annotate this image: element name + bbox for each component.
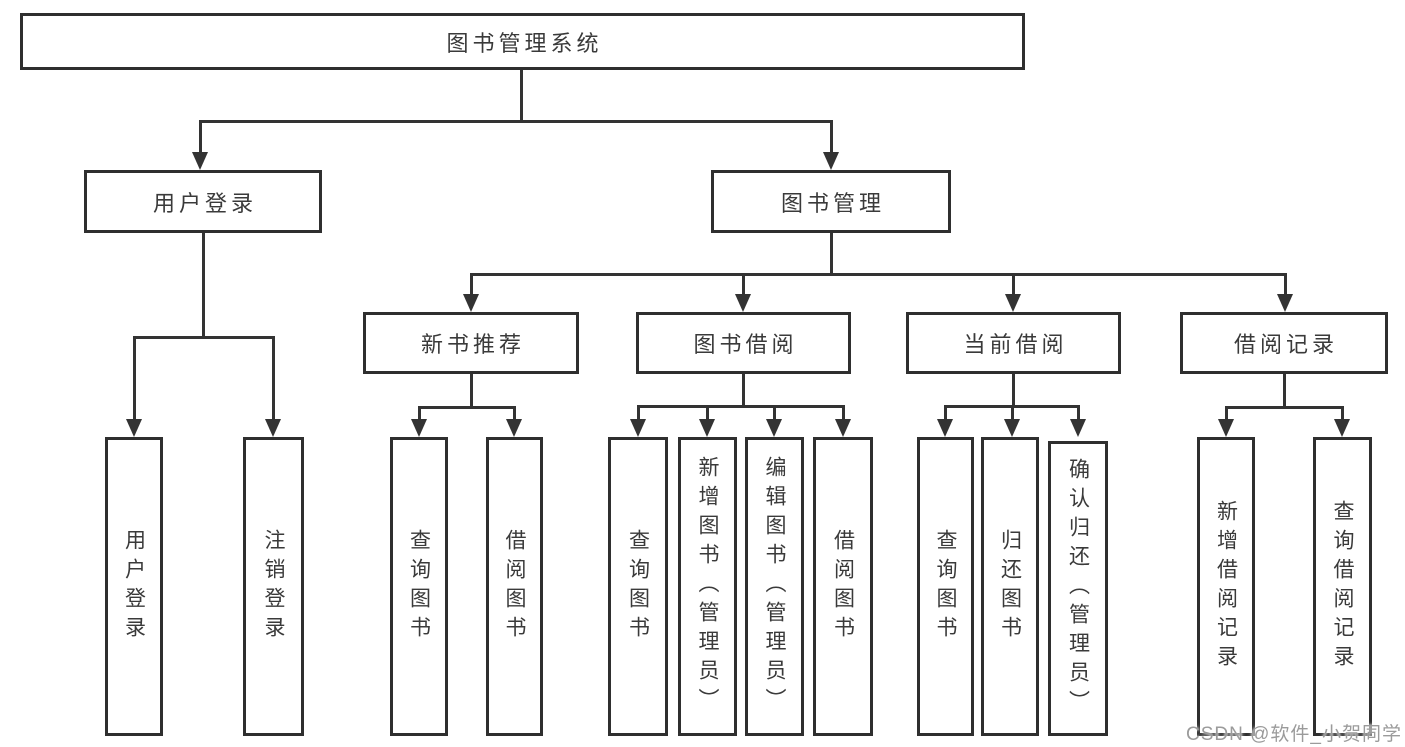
connector-line [133, 336, 275, 339]
arrow-head [506, 419, 522, 437]
leaf-return-books: 归还图书 [981, 437, 1039, 736]
connector-line [637, 405, 844, 408]
connector-line [1284, 273, 1287, 295]
connector-line [1011, 405, 1014, 420]
connector-line [742, 374, 745, 408]
arrow-head [265, 419, 281, 437]
connector-line [944, 405, 947, 420]
leaf-query-books-recommend: 查询图书 [390, 437, 448, 736]
node-label: 查询图书 [407, 528, 431, 645]
connector-line [520, 70, 523, 123]
leaf-logout: 注销登录 [243, 437, 304, 736]
arrow-head [735, 294, 751, 312]
connector-line [1283, 374, 1286, 409]
connector-line [842, 405, 845, 420]
connector-line [830, 233, 833, 276]
arrow-head [126, 419, 142, 437]
node-book-borrowing: 图书借阅 [636, 312, 851, 374]
connector-line [199, 120, 202, 153]
leaf-edit-books-admin: 编辑图书（管理员） [745, 437, 804, 736]
node-label: 用户登录 [152, 190, 257, 216]
leaf-confirm-return-admin: 确认归还（管理员） [1048, 441, 1108, 736]
node-label: 借阅图书 [503, 528, 526, 645]
node-label: 新增借阅记录 [1214, 499, 1238, 674]
arrow-head [1070, 419, 1086, 437]
arrow-head [699, 419, 715, 437]
connector-line [133, 336, 136, 420]
connector-line [470, 374, 473, 409]
connector-line [706, 405, 709, 420]
node-label: 新增图书（管理员） [696, 456, 719, 717]
leaf-borrow-books-borrow: 借阅图书 [813, 437, 873, 736]
connector-line [199, 120, 832, 123]
connector-line [1225, 406, 1344, 409]
csdn-watermark: CSDN @软件_小贺同学 [1186, 724, 1402, 745]
arrow-head [1005, 294, 1021, 312]
node-label: 用户登录 [122, 528, 146, 645]
arrow-head [463, 294, 479, 312]
node-book-management: 图书管理 [711, 170, 951, 233]
connector-line [1341, 406, 1344, 420]
node-label: 当前借阅 [963, 332, 1068, 357]
node-current-borrowing: 当前借阅 [906, 312, 1121, 374]
connector-line [202, 233, 205, 339]
arrow-head [766, 419, 782, 437]
connector-line [1225, 406, 1228, 420]
connector-line [1012, 273, 1015, 295]
arrow-head [1277, 294, 1293, 312]
leaf-add-books-admin: 新增图书（管理员） [678, 437, 737, 736]
connector-line [742, 273, 745, 295]
node-label: 归还图书 [998, 528, 1022, 645]
node-label: 图书借阅 [693, 332, 798, 357]
node-label: 新书推荐 [420, 332, 525, 357]
node-new-book-recommendation: 新书推荐 [363, 312, 579, 374]
node-label: 注销登录 [262, 528, 285, 645]
node-label: 借阅记录 [1233, 332, 1338, 357]
connector-line [470, 273, 1287, 276]
node-label: 查询图书 [934, 528, 957, 645]
node-user-login: 用户登录 [84, 170, 322, 233]
arrow-head [823, 152, 839, 170]
node-label: 图书管理系统 [446, 30, 603, 56]
arrow-head [411, 419, 427, 437]
leaf-add-borrow-record: 新增借阅记录 [1197, 437, 1255, 736]
connector-line [773, 405, 776, 420]
node-label: 借阅图书 [831, 528, 855, 645]
node-label: 查询图书 [626, 528, 650, 645]
leaf-query-borrow-record: 查询借阅记录 [1313, 437, 1372, 736]
node-root: 图书管理系统 [20, 13, 1025, 70]
connector-line [418, 406, 516, 409]
connector-line [1077, 405, 1080, 420]
connector-line [637, 405, 640, 420]
node-label: 编辑图书（管理员） [763, 456, 786, 717]
connector-line [272, 336, 275, 420]
arrow-head [1218, 419, 1234, 437]
leaf-query-books-current: 查询图书 [917, 437, 974, 736]
arrow-head [192, 152, 208, 170]
arrow-head [1004, 419, 1020, 437]
arrow-head [1334, 419, 1350, 437]
arrow-head [937, 419, 953, 437]
leaf-borrow-books-recommend: 借阅图书 [486, 437, 543, 736]
arrow-head [630, 419, 646, 437]
connector-line [1012, 374, 1015, 408]
node-label: 查询借阅记录 [1331, 499, 1354, 674]
leaf-query-books-borrow: 查询图书 [608, 437, 668, 736]
node-borrowing-records: 借阅记录 [1180, 312, 1388, 374]
leaf-user-login: 用户登录 [105, 437, 163, 736]
connector-line [513, 406, 516, 420]
node-label: 图书管理 [780, 190, 885, 216]
connector-line [418, 406, 421, 420]
connector-line [830, 120, 833, 153]
arrow-head [835, 419, 851, 437]
node-label: 确认归还（管理员） [1066, 458, 1090, 719]
connector-line [470, 273, 473, 295]
